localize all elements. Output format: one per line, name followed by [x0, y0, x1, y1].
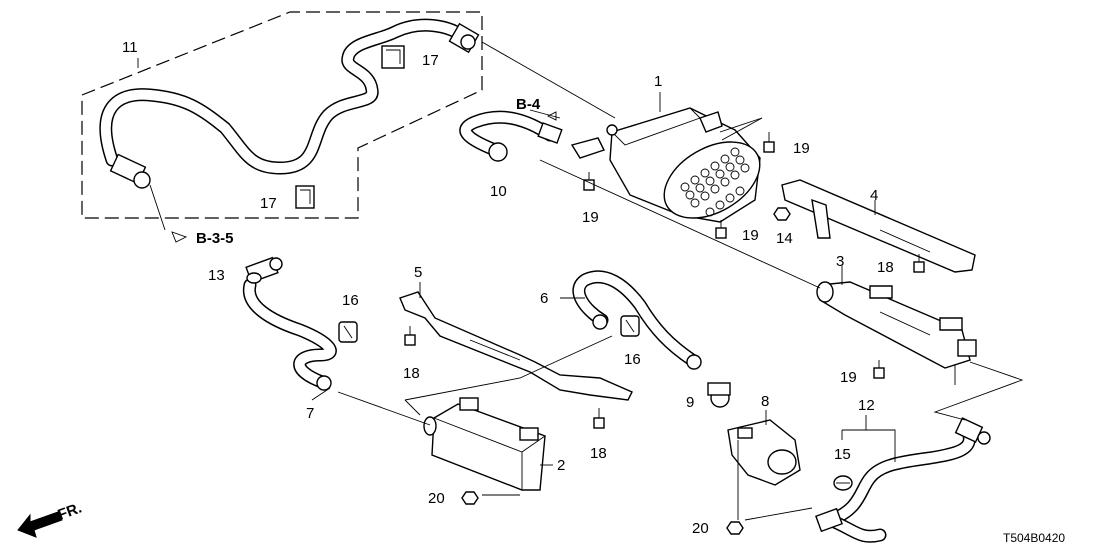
callout-18-left: 18	[403, 365, 420, 382]
callout-10: 10	[490, 183, 507, 200]
valve-8	[727, 419, 801, 486]
bracket-4	[781, 179, 976, 273]
clip-16-left	[338, 321, 358, 343]
callout-19-b: 19	[582, 209, 599, 226]
callout-4: 4	[870, 187, 878, 204]
bolt-18-b	[593, 408, 605, 429]
callout-11: 11	[122, 39, 138, 56]
hose-12	[815, 417, 991, 543]
callout-17-upper: 17	[422, 52, 439, 69]
callout-9: 9	[686, 394, 694, 411]
callout-2: 2	[557, 457, 565, 474]
bolt-19-d	[873, 360, 885, 379]
leader-lines	[137, 41, 1024, 521]
callout-1: 1	[654, 73, 662, 90]
bolt-19-a	[763, 132, 775, 153]
diagram-code: T504B0420	[1003, 531, 1065, 545]
callout-12: 12	[858, 397, 875, 414]
front-direction-arrow-icon	[17, 511, 63, 538]
nut-20-a	[461, 491, 479, 505]
callout-3: 3	[836, 253, 844, 270]
callout-16-left: 16	[342, 292, 359, 309]
connector-13	[245, 256, 283, 284]
callout-13: 13	[208, 267, 225, 284]
canister-1	[570, 107, 761, 223]
callout-18-mid: 18	[590, 445, 607, 462]
callout-19-a: 19	[793, 140, 810, 157]
reservoir-2	[423, 397, 546, 491]
nut-14	[773, 207, 791, 221]
nut-20-b	[726, 521, 744, 535]
reference-b35: B-3-5	[196, 230, 234, 247]
hose-10	[459, 110, 563, 162]
group-11-boundary	[81, 11, 483, 219]
hose-11	[99, 18, 480, 189]
clip-15	[833, 475, 853, 491]
clip-16-right	[620, 315, 640, 337]
bolt-19-c	[715, 220, 727, 239]
filter-3	[816, 281, 977, 369]
clip-17-upper	[381, 45, 405, 69]
bolt-18-a	[404, 326, 416, 346]
callout-20-right: 20	[692, 520, 709, 537]
bolt-18-c	[913, 254, 925, 273]
hose-7	[242, 278, 337, 391]
callout-5: 5	[414, 264, 422, 281]
bracket-5	[399, 291, 633, 401]
front-direction-label: FR.	[56, 500, 85, 524]
canister-honeycomb	[680, 147, 750, 217]
callout-8: 8	[761, 393, 769, 410]
clip-17-lower	[295, 185, 315, 209]
callout-18-right: 18	[877, 259, 894, 276]
connector-9	[707, 382, 731, 408]
callout-14: 14	[776, 230, 793, 247]
callout-17-lower: 17	[260, 195, 277, 212]
callout-7: 7	[306, 405, 314, 422]
callout-19-c: 19	[742, 227, 759, 244]
callout-6: 6	[540, 290, 548, 307]
callout-20-left: 20	[428, 490, 445, 507]
reference-b4: B-4	[516, 96, 541, 113]
callout-19-d: 19	[840, 369, 857, 386]
callout-16-right: 16	[624, 351, 641, 368]
callout-15: 15	[834, 446, 851, 463]
